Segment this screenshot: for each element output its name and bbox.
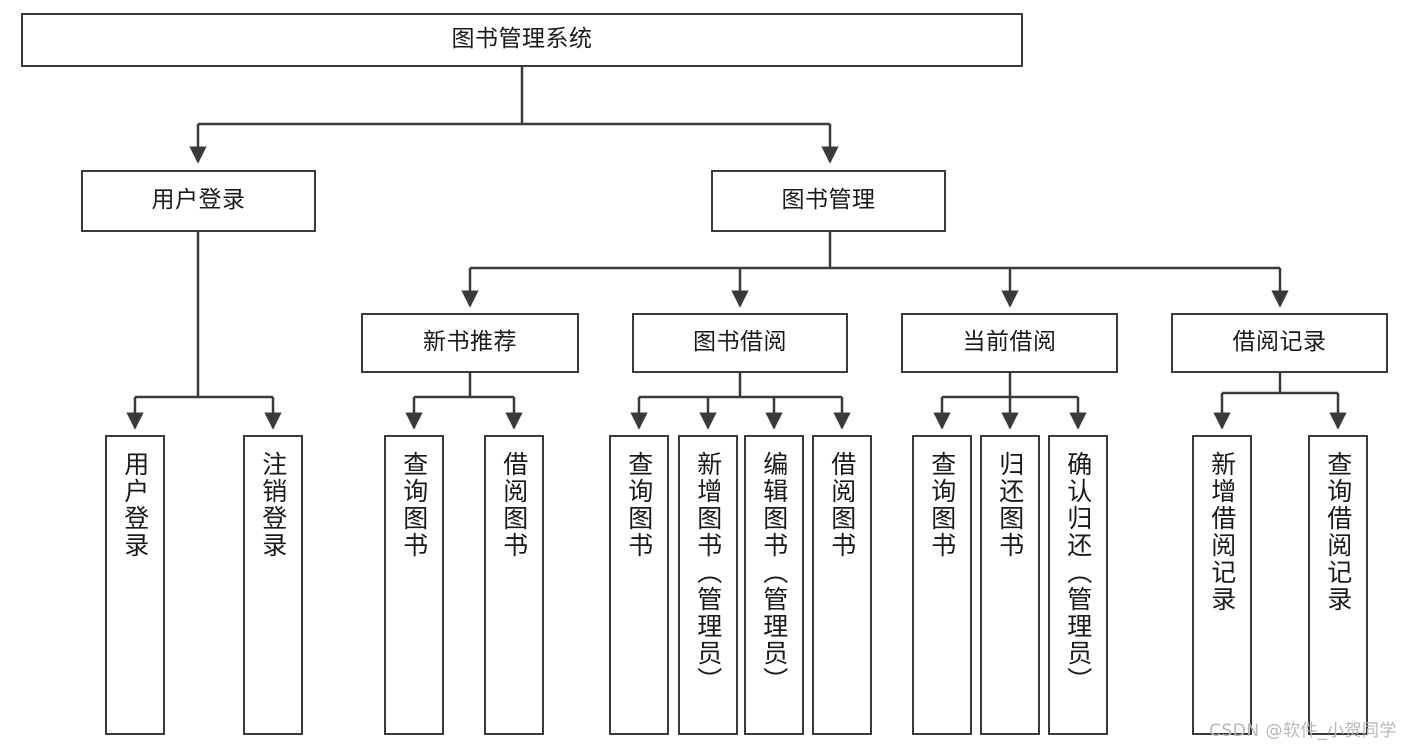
node-label: 借阅记录 — [1232, 329, 1327, 356]
node-book-management[interactable]: 图书管理 — [711, 170, 946, 232]
node-label: 当前借阅 — [962, 329, 1057, 356]
node-label: 图书管理 — [781, 187, 876, 214]
node-current-borrow[interactable]: 当前借阅 — [901, 313, 1118, 373]
node-label: 确认归还（管理员） — [1063, 451, 1093, 694]
node-label: 查询借阅记录 — [1323, 451, 1353, 613]
node-label: 用户登录 — [151, 187, 246, 214]
leaf-add-borrow-record[interactable]: 新增借阅记录 — [1192, 435, 1252, 735]
node-label: 新书推荐 — [423, 329, 517, 356]
node-label: 注销登录 — [258, 451, 288, 559]
node-user-login[interactable]: 用户登录 — [81, 170, 316, 232]
leaf-logout[interactable]: 注销登录 — [243, 435, 303, 735]
leaf-query-book-borrow[interactable]: 查询图书 — [609, 435, 669, 735]
node-label: 查询图书 — [927, 451, 957, 559]
leaf-return-book[interactable]: 归还图书 — [980, 435, 1040, 735]
leaf-user-login[interactable]: 用户登录 — [105, 435, 165, 735]
leaf-query-borrow-record[interactable]: 查询借阅记录 — [1308, 435, 1368, 735]
leaf-confirm-return-admin[interactable]: 确认归还（管理员） — [1048, 435, 1108, 735]
node-label: 借阅图书 — [827, 451, 857, 559]
node-label: 借阅图书 — [499, 451, 529, 559]
leaf-borrow-book-new[interactable]: 借阅图书 — [484, 435, 544, 735]
leaf-query-book-new[interactable]: 查询图书 — [384, 435, 444, 735]
leaf-add-book-admin[interactable]: 新增图书（管理员） — [678, 435, 738, 735]
node-label: 查询图书 — [399, 451, 429, 559]
leaf-edit-book-admin[interactable]: 编辑图书（管理员） — [744, 435, 804, 735]
node-label: 编辑图书（管理员） — [759, 451, 789, 694]
node-borrow-record[interactable]: 借阅记录 — [1171, 313, 1388, 373]
node-label: 图书借阅 — [693, 329, 787, 356]
node-label: 归还图书 — [995, 451, 1025, 559]
leaf-query-book-current[interactable]: 查询图书 — [912, 435, 972, 735]
node-book-borrow[interactable]: 图书借阅 — [632, 313, 848, 373]
node-label: 查询图书 — [624, 451, 654, 559]
node-label: 用户登录 — [120, 451, 150, 559]
leaf-borrow-book[interactable]: 借阅图书 — [812, 435, 872, 735]
node-label: 新增借阅记录 — [1207, 451, 1237, 613]
node-new-book-recommend[interactable]: 新书推荐 — [361, 313, 579, 373]
csdn-watermark: CSDN @软件_小贺同学 — [1209, 721, 1397, 741]
node-root-system[interactable]: 图书管理系统 — [21, 13, 1023, 67]
node-label: 新增图书（管理员） — [693, 451, 723, 694]
node-label: 图书管理系统 — [451, 26, 593, 53]
